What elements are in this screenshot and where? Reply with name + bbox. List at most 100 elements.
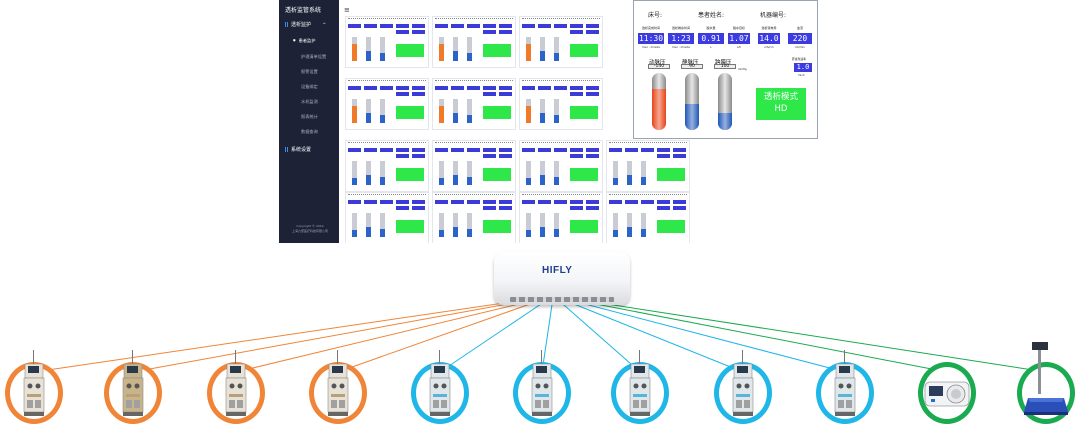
readout-box xyxy=(499,24,512,28)
readout-box xyxy=(586,86,599,90)
readout-label: 脱水量 xyxy=(706,26,716,30)
readout-box xyxy=(570,24,583,28)
readout-box xyxy=(657,200,670,204)
bed-card[interactable] xyxy=(519,192,603,243)
bed-card[interactable] xyxy=(345,192,429,243)
chevron-up-icon: ^ xyxy=(322,22,326,27)
readout-box xyxy=(499,206,512,210)
bed-card[interactable] xyxy=(432,16,516,68)
mode-indicator xyxy=(396,168,424,181)
bed-card[interactable] xyxy=(432,192,516,243)
card-header xyxy=(348,142,426,146)
bed-card[interactable] xyxy=(606,140,690,192)
readout-box xyxy=(673,154,686,158)
pressure-bar xyxy=(467,37,472,61)
readout-box xyxy=(435,24,448,28)
bed-card[interactable] xyxy=(606,192,690,243)
venous-pressure-gauge xyxy=(685,73,699,130)
nav-item-patient-monitor[interactable]: 患者监护 xyxy=(293,38,316,44)
pressure-bar xyxy=(366,213,371,237)
link-line-green xyxy=(567,297,1047,373)
nav-item-reports[interactable]: 报表统计 xyxy=(301,114,318,119)
bed-card[interactable] xyxy=(345,140,429,192)
menu-icon[interactable]: ≡ xyxy=(344,6,350,14)
readout-box xyxy=(538,200,551,204)
nav-group-dialysis[interactable]: 透析监护 ^ xyxy=(285,21,326,28)
readout-box xyxy=(522,148,535,152)
bed-card[interactable] xyxy=(345,78,429,130)
readout-box xyxy=(609,200,622,204)
hub-ports xyxy=(510,297,614,302)
pressure-bar xyxy=(641,213,646,237)
dialysis-machine-icon xyxy=(731,350,755,426)
pressure-bar xyxy=(380,99,385,123)
readout-box xyxy=(538,148,551,152)
bp-monitor-drawing xyxy=(924,381,970,407)
pressure-bar xyxy=(366,99,371,123)
readout-box xyxy=(570,92,583,96)
nav-item-nursing-list[interactable]: 护理清单设置 xyxy=(301,54,327,59)
readout-box xyxy=(412,86,425,90)
readout-box xyxy=(396,24,409,28)
readout-box xyxy=(412,148,425,152)
readout-box xyxy=(396,92,409,96)
dialysis-machine-drawing xyxy=(531,350,553,416)
bed-card[interactable] xyxy=(519,16,603,68)
link-line-blue xyxy=(439,297,551,373)
pressure-bar xyxy=(380,37,385,61)
bed-card[interactable] xyxy=(432,140,516,192)
nav-item-water-monitor[interactable]: 水机监测 xyxy=(301,99,318,104)
arterial-pressure-gauge xyxy=(652,73,666,130)
pressure-bar xyxy=(627,161,632,185)
readout-box xyxy=(483,86,496,90)
bed-card[interactable] xyxy=(432,78,516,130)
card-header xyxy=(435,194,513,198)
dialysis-machine-icon xyxy=(22,350,46,426)
readout-box xyxy=(348,200,361,204)
bed-card[interactable] xyxy=(519,78,603,130)
readout-value: 220 xyxy=(788,33,812,44)
pressure-bar xyxy=(554,161,559,185)
bed-card[interactable] xyxy=(345,16,429,68)
dialysis-machine-icon xyxy=(121,350,145,426)
dialysis-machine-icon xyxy=(224,350,248,426)
readout-box xyxy=(467,148,480,152)
dialysis-mode-badge: 透析模式 HD xyxy=(756,88,806,120)
readout-unit: hour : minute xyxy=(672,46,690,49)
readout-box xyxy=(483,148,496,152)
link-line-blue xyxy=(558,297,744,373)
readout-value: 1.07 xyxy=(728,33,750,44)
nav-group-system[interactable]: 系统设置 xyxy=(285,146,311,153)
readout-box xyxy=(380,148,393,152)
dialysis-machine-drawing xyxy=(327,350,349,416)
pressure-bar xyxy=(352,37,357,61)
nav-item-data-query[interactable]: 数据查询 xyxy=(301,129,318,134)
readout-box xyxy=(499,86,512,90)
readout-box xyxy=(570,200,583,204)
readout-box xyxy=(396,200,409,204)
nav-item-alarm-settings[interactable]: 报警设置 xyxy=(301,69,318,74)
readout-box xyxy=(396,154,409,158)
bed-card[interactable] xyxy=(519,140,603,192)
dialysis-machine-icon xyxy=(628,350,652,426)
readout-box xyxy=(570,206,583,210)
pressure-bar xyxy=(554,213,559,237)
pressure-bar xyxy=(613,213,618,237)
readout-box xyxy=(396,86,409,90)
readout-box xyxy=(451,86,464,90)
dialysis-mode-label: 透析模式 xyxy=(763,92,798,102)
scale-drawing xyxy=(1024,342,1068,415)
readout-value: 14.0 xyxy=(758,33,780,44)
dialysis-machine-drawing xyxy=(122,350,144,416)
dialysis-mode-value: HD xyxy=(774,104,788,114)
readout-box xyxy=(609,148,622,152)
readout-box xyxy=(641,148,654,152)
readout-box xyxy=(483,24,496,28)
readout-box xyxy=(396,30,409,34)
readout-unit: mL/min xyxy=(795,46,805,49)
nav-item-device-binding[interactable]: 设备绑定 xyxy=(301,84,318,89)
readout-box xyxy=(364,200,377,204)
pressure-bar xyxy=(526,99,531,123)
mode-indicator xyxy=(396,44,424,57)
readout-box xyxy=(380,86,393,90)
